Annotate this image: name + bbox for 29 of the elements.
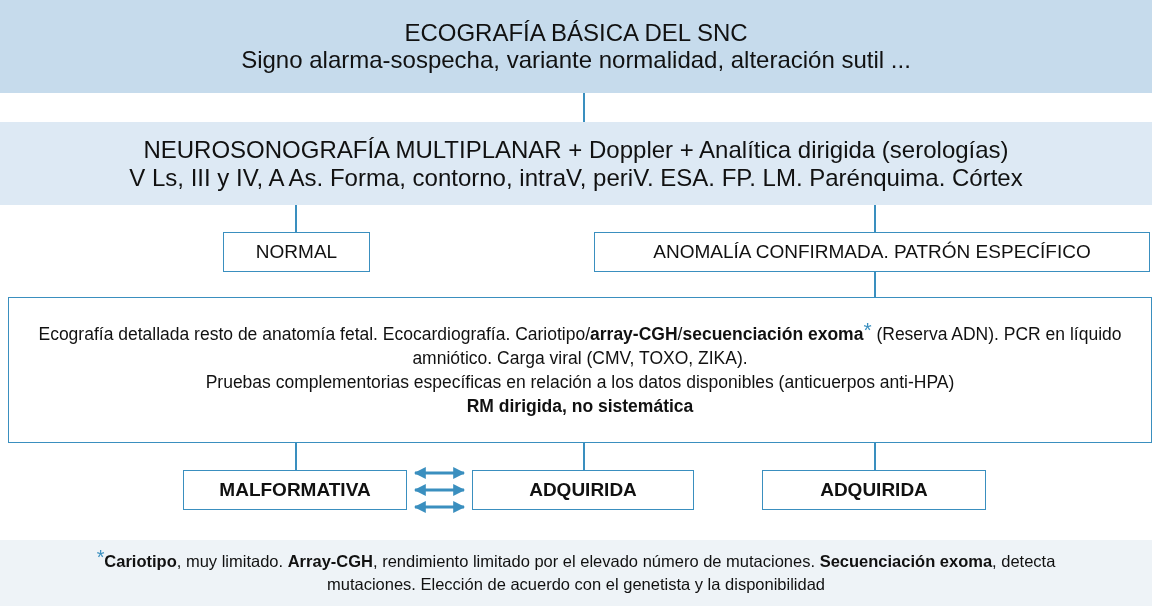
node-text: ADQUIRIDA [528, 478, 638, 502]
process-box [762, 470, 986, 510]
process-box [594, 232, 1150, 272]
connector-line [295, 442, 297, 471]
node-text: NEUROSONOGRAFÍA MULTIPLANAR + Doppler + Analítica dirigida (serologías) [142, 135, 1010, 164]
connector-line [874, 204, 876, 233]
node-text: ADQUIRIDA [819, 478, 929, 502]
header-band [0, 122, 1152, 205]
node-text: V Ls, III y IV, A As. Forma, contorno, intraV, periV. ESA. FP. LM. Parénquima. Córtex [128, 163, 1024, 192]
node-text: NORMAL [254, 240, 339, 264]
double-arrow [413, 467, 466, 479]
node-text: Pruebas complementorias específicas en relación a los datos disponibles (anticuerpos anti-HPA) [204, 371, 956, 394]
process-box [472, 470, 694, 510]
process-box [8, 297, 1152, 443]
connector-line [583, 442, 585, 471]
node-text: Signo alarma-sospecha, variante normalidad, alteración sutil ... [240, 46, 912, 74]
double-arrow [413, 501, 466, 513]
process-box [223, 232, 370, 272]
process-box [183, 470, 407, 510]
node-text: ECOGRAFÍA BÁSICA DEL SNC [403, 19, 749, 47]
double-arrow [413, 484, 466, 496]
node-text: RM dirigida, no sistemática [465, 395, 695, 419]
node-text: ANOMALÍA CONFIRMADA. PATRÓN ESPECÍFICO [652, 240, 1092, 264]
connector-line [583, 92, 585, 123]
header-band [0, 0, 1152, 93]
connector-line [874, 442, 876, 471]
connector-line [874, 271, 876, 298]
connector-line [295, 204, 297, 233]
node-text: MALFORMATIVA [218, 478, 372, 502]
